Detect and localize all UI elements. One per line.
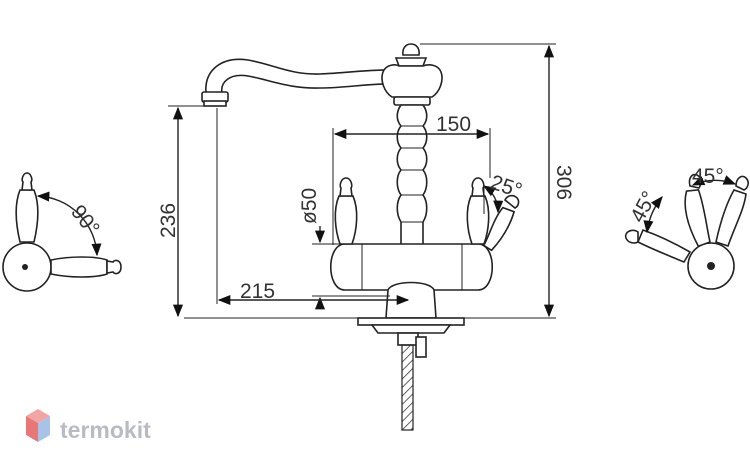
left-handle-lever-vertical-knob [21,172,33,191]
right-handle-lever-left [636,228,692,264]
right-handle-center-dot [707,262,715,270]
termokit-logo-text: termokit [60,417,151,443]
left-handle-lever-vertical [15,189,39,243]
faucet-base [385,281,437,319]
dim-spout-height: 236 [157,203,180,238]
mounting-plate [357,317,465,326]
right-rotation-arc-2 [691,175,737,186]
braided-hose [401,344,414,431]
right-handle-lever-vertical [684,189,711,248]
termokit-logo: termokit [26,409,151,443]
dim-overall-height: 306 [552,165,575,200]
faucet-body [329,243,494,291]
right-rotation-label-2: 45° [692,165,724,188]
faucet-right-handle-tilted [482,206,516,252]
left-handle-lever-horizontal-knob [106,259,122,275]
left-rotation-arc [36,191,102,257]
faucet-right-handle [466,195,490,245]
mounting-shank [397,332,419,346]
left-handle-center-dot [22,264,28,270]
right-handle-rotation-view: 45° 45° [624,165,749,290]
dim-handle-tilt: 25° [487,171,524,203]
dimension-lines: 306 236 150 ø50 215 25° [157,43,575,319]
right-rotation-label-1: 45° [626,188,661,227]
termokit-logo-mark [26,409,50,442]
faucet-head [381,64,443,98]
left-handle-rotation-view: 90° [2,172,122,292]
dim-handle-spacing: 150 [436,113,471,136]
left-handle-lever-horizontal [50,256,108,278]
right-rotation-arc-1 [643,196,663,234]
right-handle-lever-right [715,189,747,248]
faucet-top-finial [402,43,420,56]
main-faucet-view [201,43,520,431]
left-rotation-label: 90° [66,201,104,240]
faucet-spout [205,58,387,94]
faucet-left-handle [334,195,358,245]
dim-spout-reach: 215 [240,280,275,303]
dim-diameter: ø50 [298,188,321,224]
